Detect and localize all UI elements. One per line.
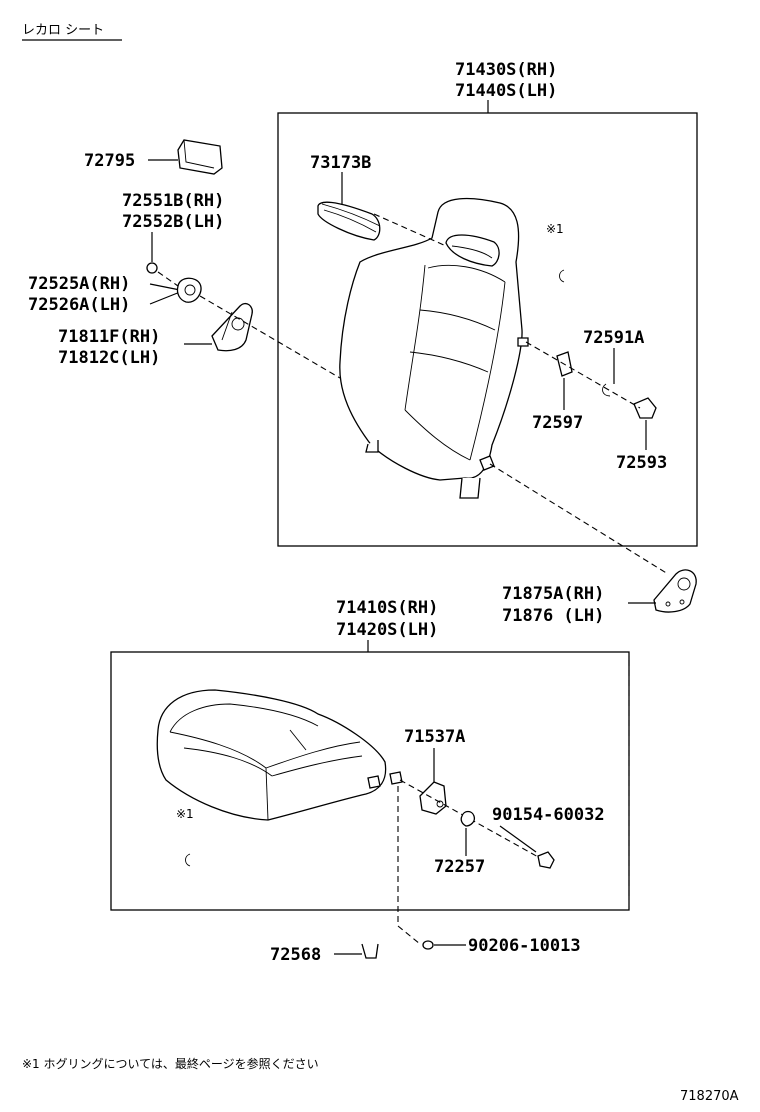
seat-cushion-assembly <box>156 689 403 821</box>
part-71875a-cover <box>653 569 697 613</box>
hog-ring-cushion <box>185 853 191 867</box>
callout-72551b: 72551B(RH) <box>122 191 224 211</box>
callout-backrest-rh: 71430S(RH) <box>455 60 557 80</box>
seat-back-assembly <box>339 197 529 499</box>
part-72591a-clip <box>602 383 611 397</box>
callout-71811f: 71811F(RH) <box>58 327 160 347</box>
dash-73173b <box>373 213 447 247</box>
callout-72257: 72257 <box>434 857 485 877</box>
callout-72593: 72593 <box>616 453 667 473</box>
dash-left-to-back <box>199 295 341 379</box>
leader-72526a <box>149 291 181 305</box>
callout-backrest-lh: 71440S(LH) <box>455 81 557 101</box>
part-72525a-bushing <box>176 277 202 303</box>
part-73173b-headrest-guide <box>317 201 381 241</box>
callout-72525a: 72525A(RH) <box>28 274 130 294</box>
callout-72526a: 72526A(LH) <box>28 295 130 315</box>
footnote: ※1 ホグリングについては、最終ページを参照ください <box>22 1056 319 1071</box>
callout-72568: 72568 <box>270 945 321 965</box>
hog-ring-back <box>559 269 565 283</box>
callout-72552b: 72552B(LH) <box>122 212 224 232</box>
part-72568-clip <box>361 943 379 959</box>
callout-72597: 72597 <box>532 413 583 433</box>
note-mark-cushion: ※1 <box>176 807 194 821</box>
part-72795-knob <box>177 139 223 175</box>
part-72257-nut <box>460 810 476 827</box>
callout-72795: 72795 <box>84 151 135 171</box>
callout-71876: 71876 (LH) <box>502 606 604 626</box>
diagram-id: 718270A <box>680 1089 739 1104</box>
leader-72525a <box>149 283 181 291</box>
diagram-title: レカロ シート <box>22 23 104 38</box>
part-71537a-bracket <box>419 781 447 815</box>
part-90206-washer <box>422 940 434 950</box>
note-mark-back: ※1 <box>546 222 564 236</box>
part-72593-knob <box>633 397 657 419</box>
part-90154-bolt <box>537 851 555 869</box>
callout-71875a: 71875A(RH) <box>502 584 604 604</box>
callout-72591a: 72591A <box>583 328 644 348</box>
dash-right-side <box>525 341 641 409</box>
dash-to-clip <box>397 786 421 945</box>
dash-bushing <box>157 271 179 287</box>
callout-73173b: 73173B <box>310 153 371 173</box>
callout-71812c: 71812C(LH) <box>58 348 160 368</box>
callout-71537a: 71537A <box>404 727 465 747</box>
backrest-box <box>277 112 698 547</box>
part-72551b-nut <box>146 262 158 274</box>
callout-90154: 90154-60032 <box>492 805 605 825</box>
callout-cushion-rh: 71410S(RH) <box>336 598 438 618</box>
callout-90206: 90206-10013 <box>468 936 581 956</box>
leader-90154 <box>499 825 537 853</box>
dash-back-to-cover <box>489 463 669 575</box>
part-71811f-cover <box>211 302 253 352</box>
callout-cushion-lh: 71420S(LH) <box>336 620 438 640</box>
